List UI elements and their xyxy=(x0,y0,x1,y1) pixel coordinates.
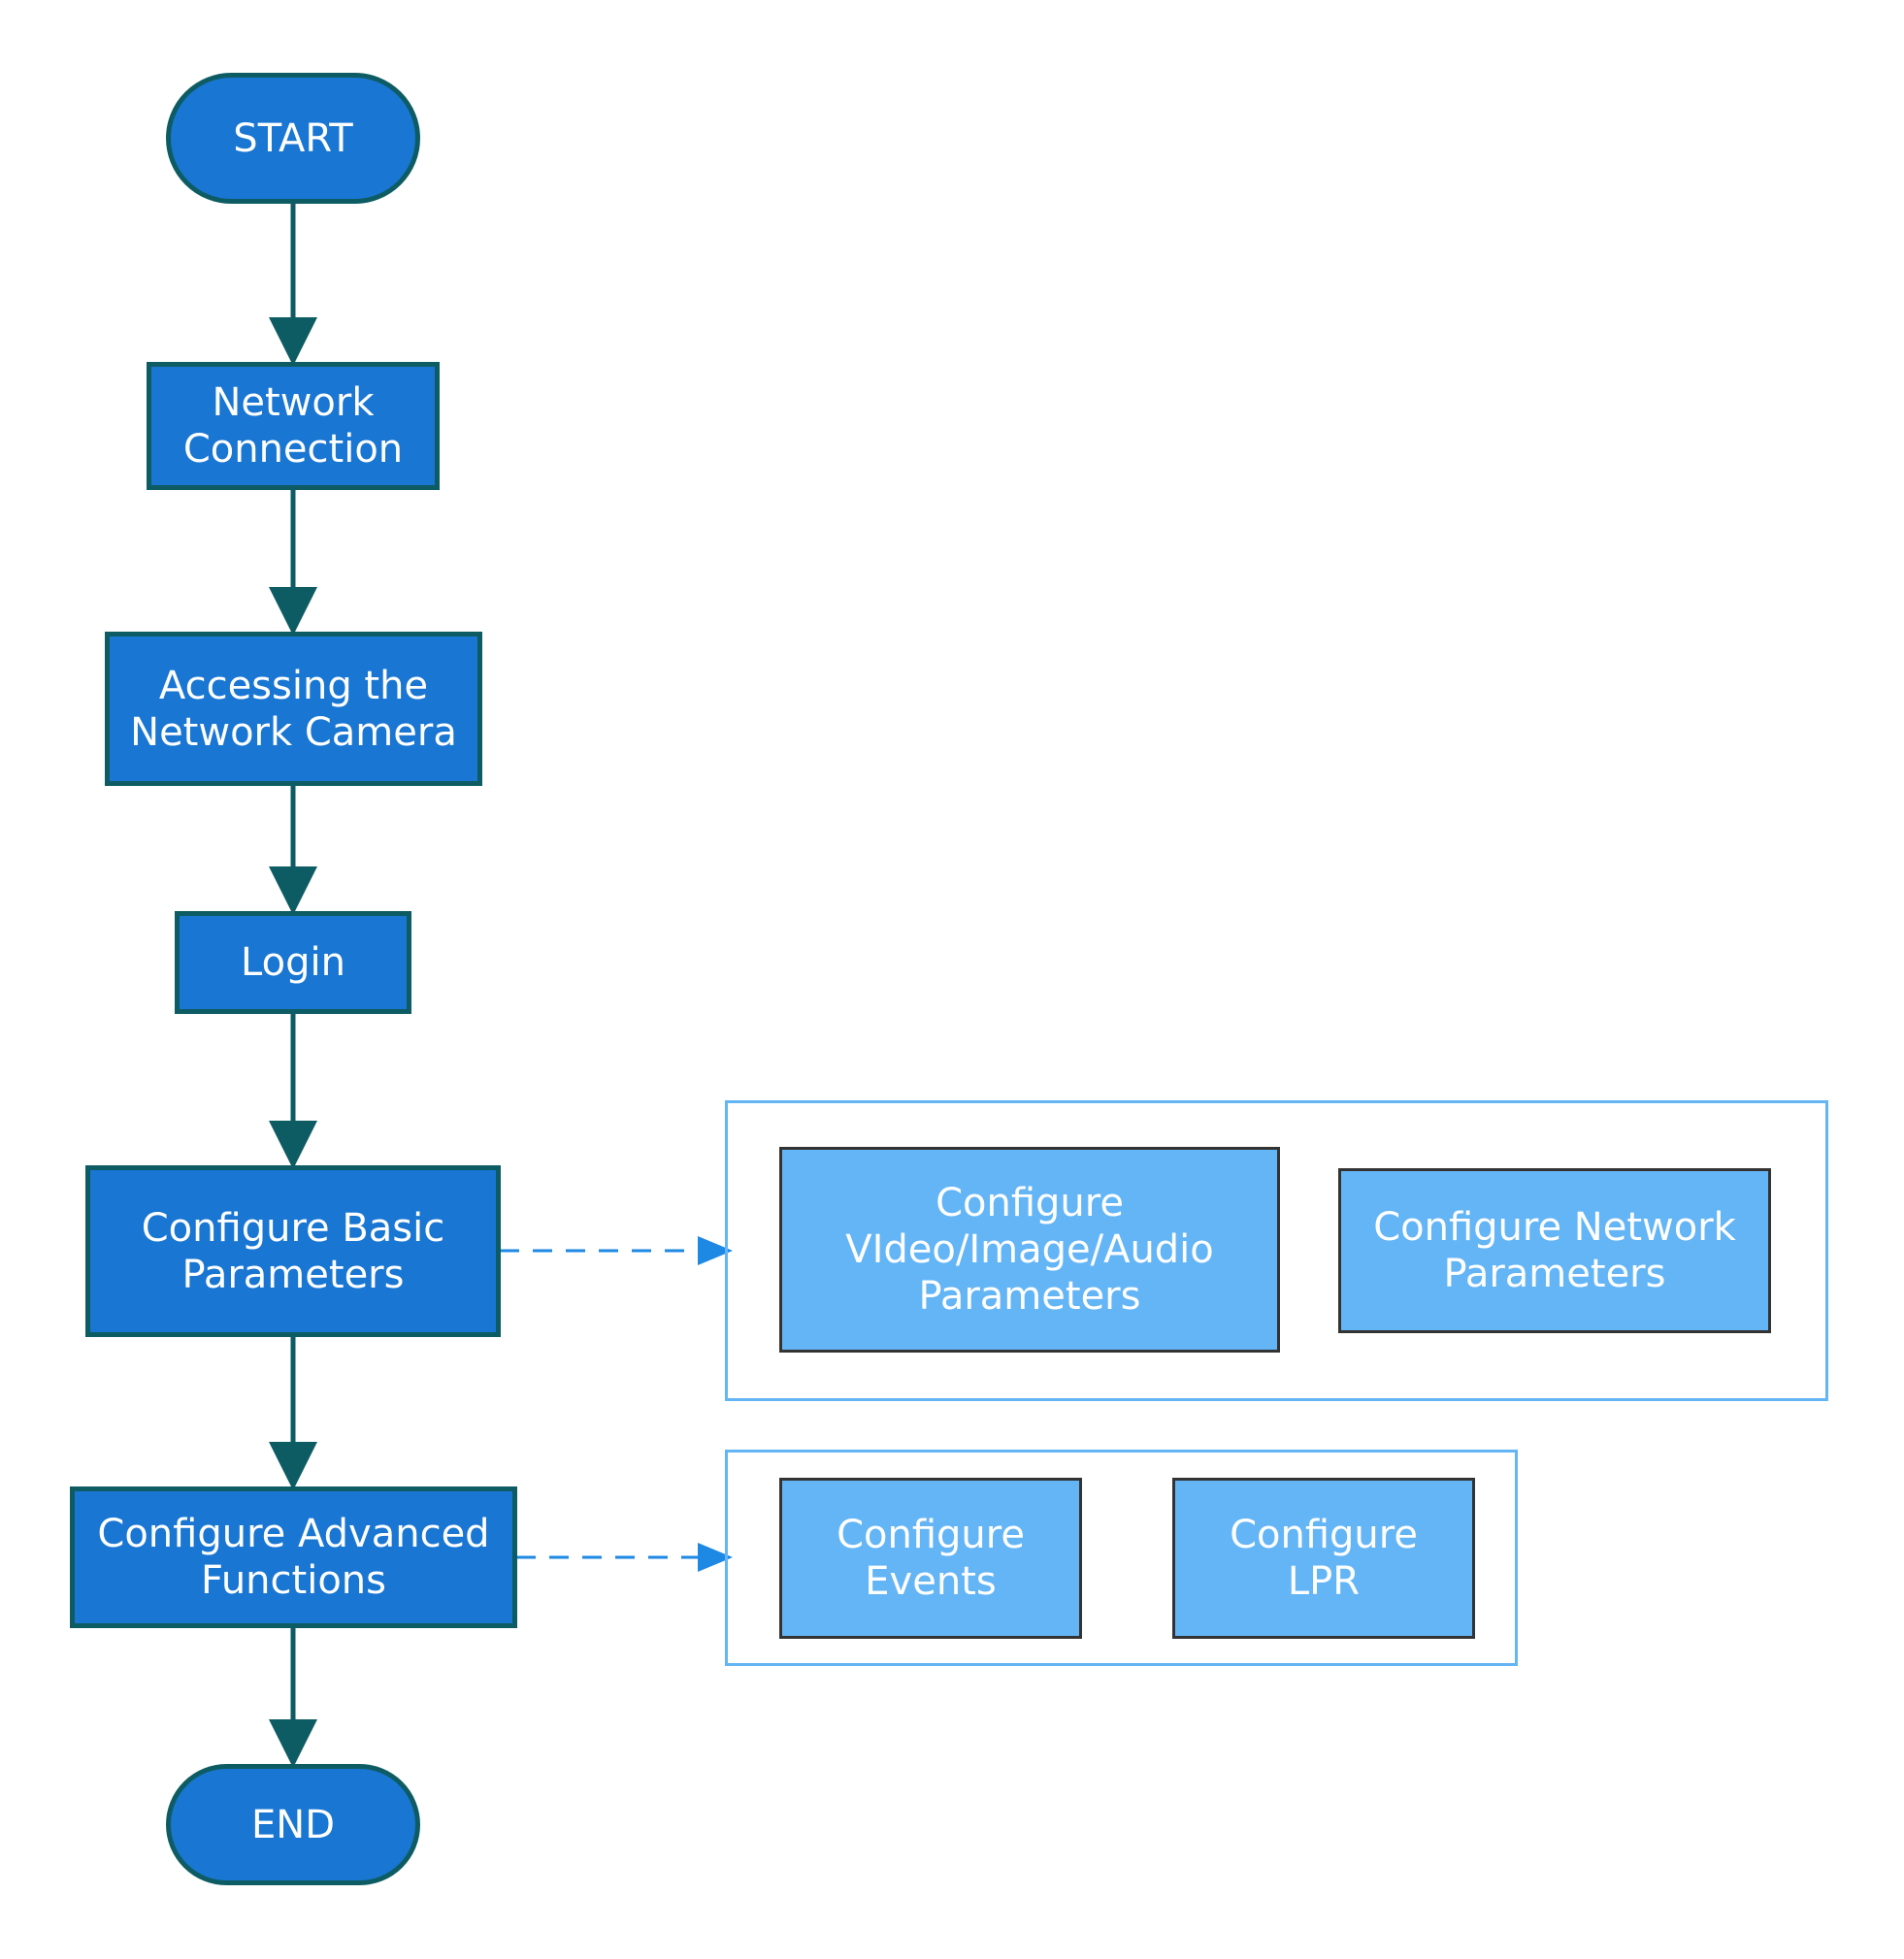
configure-advanced-label-line2: Functions xyxy=(201,1558,386,1603)
configure-basic-label-line2: Parameters xyxy=(181,1252,405,1297)
configure-video-label-line2: VIdeo/Image/Audio xyxy=(845,1227,1214,1272)
advanced-functions-group xyxy=(725,1450,1518,1666)
configure-events-label-line2: Events xyxy=(865,1559,997,1604)
start-label: START xyxy=(233,115,353,161)
configure-lpr-label-line1: Configure xyxy=(1230,1513,1418,1557)
login-node: Login xyxy=(175,911,411,1014)
configure-events-node: Configure Events xyxy=(779,1478,1082,1639)
configure-video-label-line3: Parameters xyxy=(918,1274,1141,1319)
configure-advanced-label-line1: Configure Advanced xyxy=(97,1512,490,1556)
configure-network-label-line2: Parameters xyxy=(1443,1252,1666,1296)
network-connection-node: Network Connection xyxy=(147,362,440,490)
login-label: Login xyxy=(241,940,345,985)
configure-video-image-audio-node: Configure VIdeo/Image/Audio Parameters xyxy=(779,1147,1280,1353)
start-node: START xyxy=(166,73,420,204)
configure-network-parameters-node: Configure Network Parameters xyxy=(1338,1168,1771,1333)
configure-basic-node: Configure Basic Parameters xyxy=(85,1165,501,1337)
accessing-camera-label-line1: Accessing the xyxy=(158,663,429,708)
configure-events-label-line1: Configure xyxy=(837,1513,1025,1557)
configure-video-label-line1: Configure xyxy=(936,1181,1124,1225)
configure-advanced-node: Configure Advanced Functions xyxy=(70,1486,517,1628)
end-label: END xyxy=(251,1802,335,1847)
network-connection-label-line1: Network xyxy=(212,380,375,425)
configure-network-label-line1: Configure Network xyxy=(1373,1205,1736,1250)
basic-parameters-group xyxy=(725,1100,1828,1401)
configure-lpr-label-line2: LPR xyxy=(1287,1559,1361,1604)
configure-lpr-node: Configure LPR xyxy=(1172,1478,1475,1639)
network-connection-label-line2: Connection xyxy=(182,427,404,472)
configure-basic-label-line1: Configure Basic xyxy=(141,1205,445,1251)
accessing-camera-node: Accessing the Network Camera xyxy=(105,632,482,786)
accessing-camera-label-line2: Network Camera xyxy=(130,709,457,755)
end-node: END xyxy=(166,1764,420,1885)
